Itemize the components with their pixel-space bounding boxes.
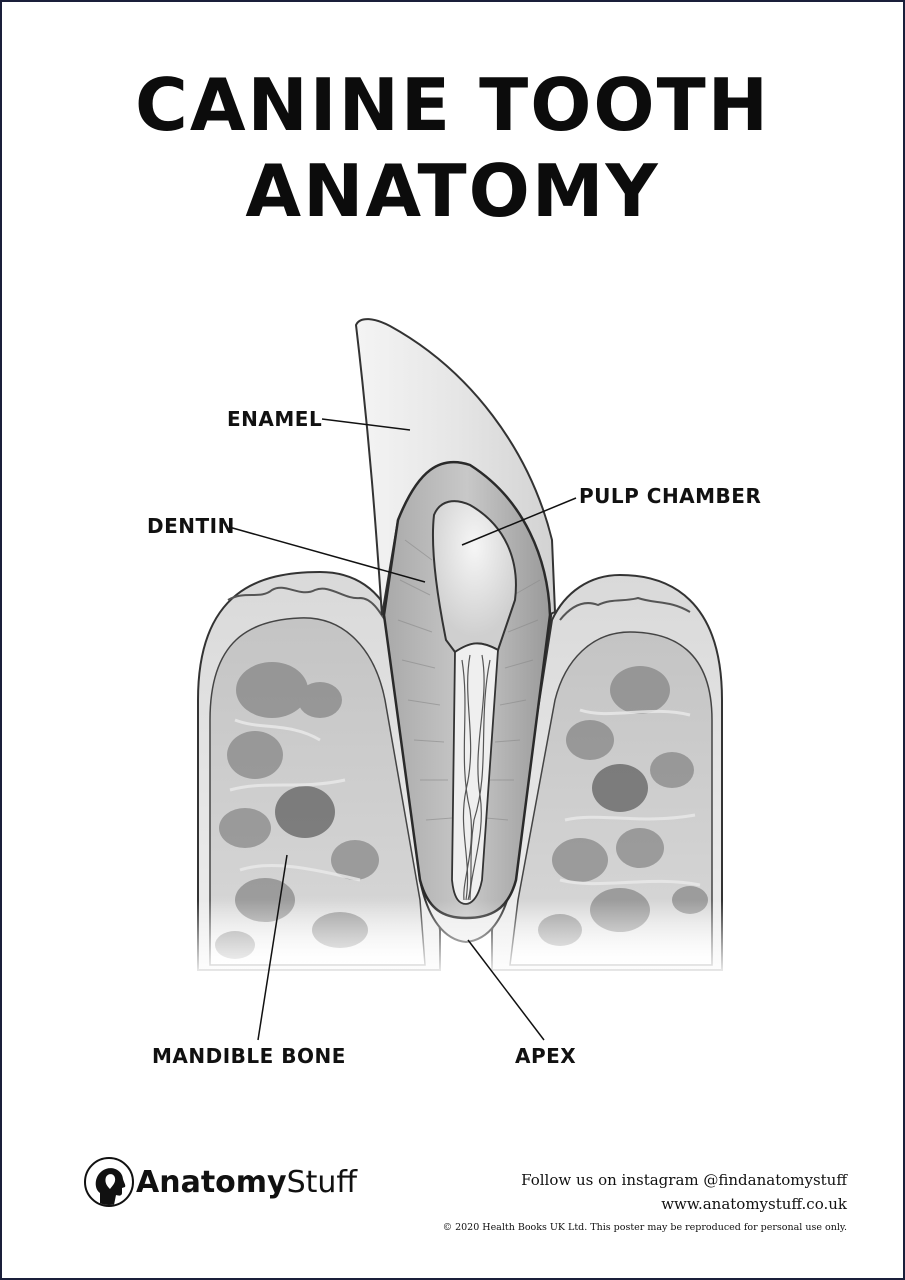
label-mandible-bone: MANDIBLE BONE xyxy=(152,1044,346,1068)
brand-name-regular: Stuff xyxy=(287,1165,358,1200)
footer-instagram: Follow us on instagram @findanatomystuff xyxy=(443,1168,847,1192)
footer-copyright: © 2020 Health Books UK Ltd. This poster … xyxy=(443,1218,847,1238)
label-dentin: DENTIN xyxy=(147,514,235,538)
brand-wordmark: AnatomyStuff xyxy=(136,1165,357,1200)
footer-website: www.anatomystuff.co.uk xyxy=(443,1192,847,1216)
head-silhouette-icon xyxy=(84,1157,134,1207)
label-apex: APEX xyxy=(515,1044,576,1068)
brand-name-bold: Anatomy xyxy=(136,1165,287,1200)
bottom-fade xyxy=(190,900,730,980)
label-pulp-chamber: PULP CHAMBER xyxy=(579,484,761,508)
footer-info: Follow us on instagram @findanatomystuff… xyxy=(443,1168,847,1238)
label-enamel: ENAMEL xyxy=(227,407,322,431)
brand-logo: AnatomyStuff xyxy=(84,1157,357,1207)
